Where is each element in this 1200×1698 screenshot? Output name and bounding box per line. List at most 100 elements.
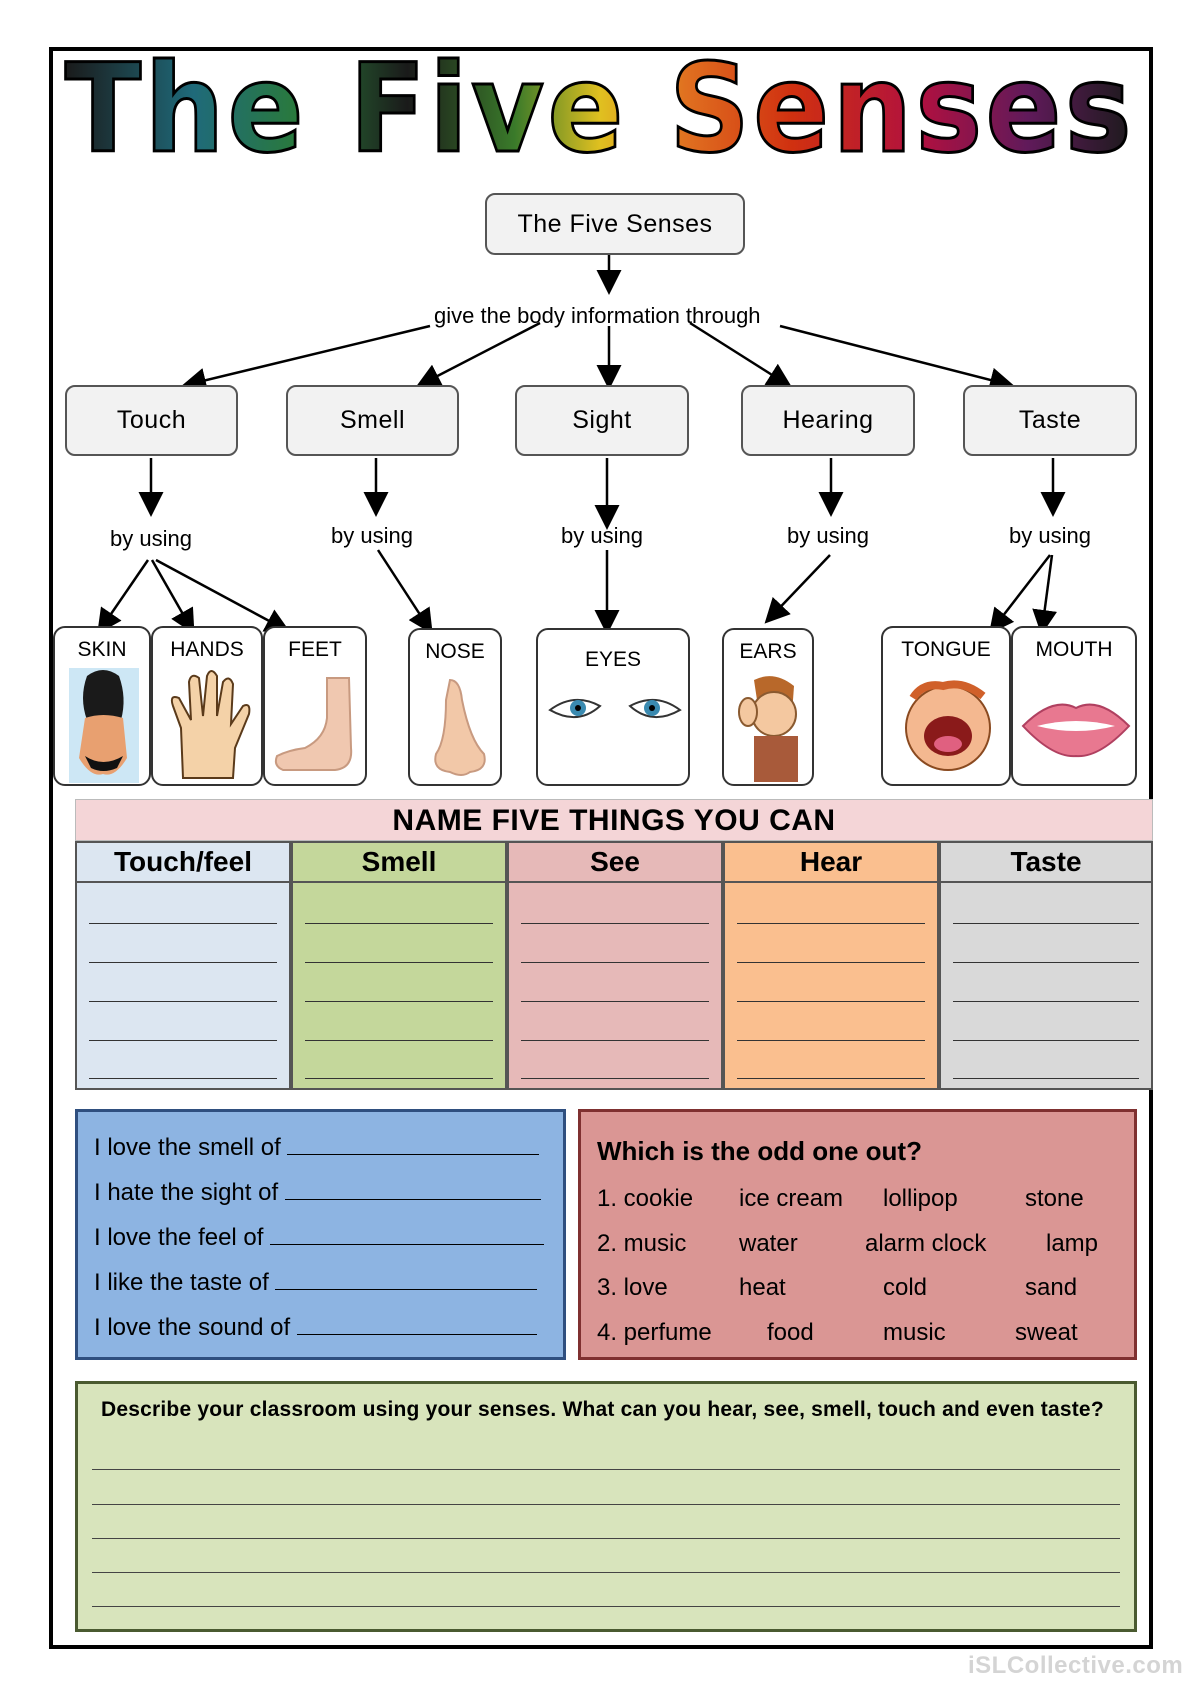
write-line[interactable] <box>521 1040 709 1041</box>
write-line[interactable] <box>89 1001 277 1002</box>
answer-line[interactable] <box>270 1224 545 1245</box>
odd-item[interactable]: 2. music <box>597 1230 687 1257</box>
odd-item[interactable]: alarm clock <box>865 1230 987 1257</box>
write-line[interactable] <box>92 1469 1120 1470</box>
organ-label-eyes: EYES <box>584 648 642 671</box>
write-line[interactable] <box>92 1538 1120 1539</box>
column-header-taste: Taste <box>941 843 1151 883</box>
write-line[interactable] <box>737 923 925 924</box>
write-line[interactable] <box>89 923 277 924</box>
write-line[interactable] <box>92 1572 1120 1573</box>
organ-box-ears: EARS <box>722 628 814 786</box>
write-line[interactable] <box>305 1078 493 1079</box>
odd-item[interactable]: ice cream <box>739 1185 844 1212</box>
write-line[interactable] <box>953 1001 1139 1002</box>
odd-item[interactable]: lollipop <box>883 1185 958 1212</box>
organ-label-ears: EARS <box>739 640 797 663</box>
foot-illustration <box>274 677 353 771</box>
answer-line[interactable] <box>284 1179 541 1200</box>
write-line[interactable] <box>89 1040 277 1041</box>
odd-item[interactable]: stone <box>1025 1185 1084 1212</box>
odd-item[interactable]: heat <box>739 1274 786 1301</box>
write-line[interactable] <box>305 962 493 963</box>
write-line[interactable] <box>89 962 277 963</box>
organ-box-tongue: TONGUE <box>881 626 1011 786</box>
skin-illustration <box>69 668 139 783</box>
organ-label-feet: FEET <box>288 638 342 661</box>
connector-label: give the body information through <box>434 303 761 328</box>
sentences-box: I love the smell of I hate the sight of … <box>75 1109 566 1360</box>
sentence-text: I love the smell of <box>94 1134 281 1161</box>
write-line[interactable] <box>953 1078 1139 1079</box>
organ-box-skin: SKIN <box>53 626 151 786</box>
write-line[interactable] <box>953 1040 1139 1041</box>
sense-node-smell: Smell <box>286 385 459 456</box>
sense-label-touch: Touch <box>116 406 187 434</box>
column-header-touch: Touch/feel <box>77 843 289 883</box>
column-touch: Touch/feel <box>75 841 291 1090</box>
sense-node-touch: Touch <box>65 385 238 456</box>
sentence-text: I like the taste of <box>94 1269 269 1296</box>
sense-label-sight: Sight <box>572 406 632 434</box>
write-line[interactable] <box>737 1001 925 1002</box>
column-hear: Hear <box>723 841 939 1090</box>
title-text: The Five Senses <box>65 48 1135 168</box>
write-line[interactable] <box>521 962 709 963</box>
sentence-text: I love the feel of <box>94 1224 264 1251</box>
sense-node-sight: Sight <box>515 385 689 456</box>
write-line[interactable] <box>737 1040 925 1041</box>
odd-item[interactable]: food <box>767 1319 814 1346</box>
write-line[interactable] <box>737 962 925 963</box>
odd-item[interactable]: 4. perfume <box>597 1319 712 1346</box>
organ-label-tongue: TONGUE <box>901 638 991 661</box>
describe-question: Describe your classroom using your sense… <box>101 1398 1104 1421</box>
odd-item[interactable]: sweat <box>1015 1319 1078 1346</box>
write-line[interactable] <box>521 1001 709 1002</box>
column-see: See <box>507 841 723 1090</box>
write-line[interactable] <box>89 1078 277 1079</box>
column-smell: Smell <box>291 841 507 1090</box>
write-line[interactable] <box>305 1001 493 1002</box>
write-line[interactable] <box>521 1078 709 1079</box>
sentence-row: I love the smell of <box>94 1134 540 1162</box>
by-using-touch: by using <box>110 526 192 551</box>
write-line[interactable] <box>92 1606 1120 1607</box>
organ-box-nose: NOSE <box>408 628 502 786</box>
odd-item[interactable]: 3. love <box>597 1274 668 1301</box>
odd-item[interactable]: cold <box>883 1274 928 1301</box>
write-line[interactable] <box>953 962 1139 963</box>
organ-box-feet: FEET <box>263 626 367 786</box>
answer-line[interactable] <box>296 1314 537 1335</box>
organ-box-hands: HANDS <box>151 626 263 786</box>
write-line[interactable] <box>521 923 709 924</box>
odd-item[interactable]: lamp <box>1046 1230 1099 1257</box>
answer-line[interactable] <box>287 1134 540 1155</box>
odd-item[interactable]: 1. cookie <box>597 1185 694 1212</box>
answer-line[interactable] <box>275 1269 538 1290</box>
write-line[interactable] <box>953 923 1139 924</box>
describe-box: Describe your classroom using your sense… <box>75 1381 1137 1632</box>
odd-item[interactable]: sand <box>1025 1274 1078 1301</box>
odd-item[interactable]: water <box>739 1230 798 1257</box>
organ-label-hands: HANDS <box>170 638 244 661</box>
odd-item[interactable]: music <box>883 1319 946 1346</box>
column-header-smell: Smell <box>293 843 505 883</box>
sentence-row: I love the feel of <box>94 1224 545 1252</box>
write-line[interactable] <box>305 1040 493 1041</box>
organ-label-nose: NOSE <box>425 640 485 663</box>
sense-label-taste: Taste <box>1018 406 1082 434</box>
write-line[interactable] <box>737 1078 925 1079</box>
sentence-text: I love the sound of <box>94 1314 291 1341</box>
write-line[interactable] <box>92 1504 1120 1505</box>
odd-one-out-title: Which is the odd one out? <box>597 1136 922 1166</box>
hand-illustration <box>170 670 251 779</box>
by-using-smell: by using <box>331 523 413 548</box>
organ-box-eyes: EYES <box>536 628 690 786</box>
sense-node-hearing: Hearing <box>741 385 915 456</box>
sentence-row: I hate the sight of <box>94 1179 541 1207</box>
write-line[interactable] <box>305 923 493 924</box>
tongue-illustration <box>905 680 991 771</box>
by-using-hearing: by using <box>787 523 869 548</box>
sentence-row: I love the sound of <box>94 1314 537 1342</box>
by-using-sight: by using <box>561 523 643 548</box>
